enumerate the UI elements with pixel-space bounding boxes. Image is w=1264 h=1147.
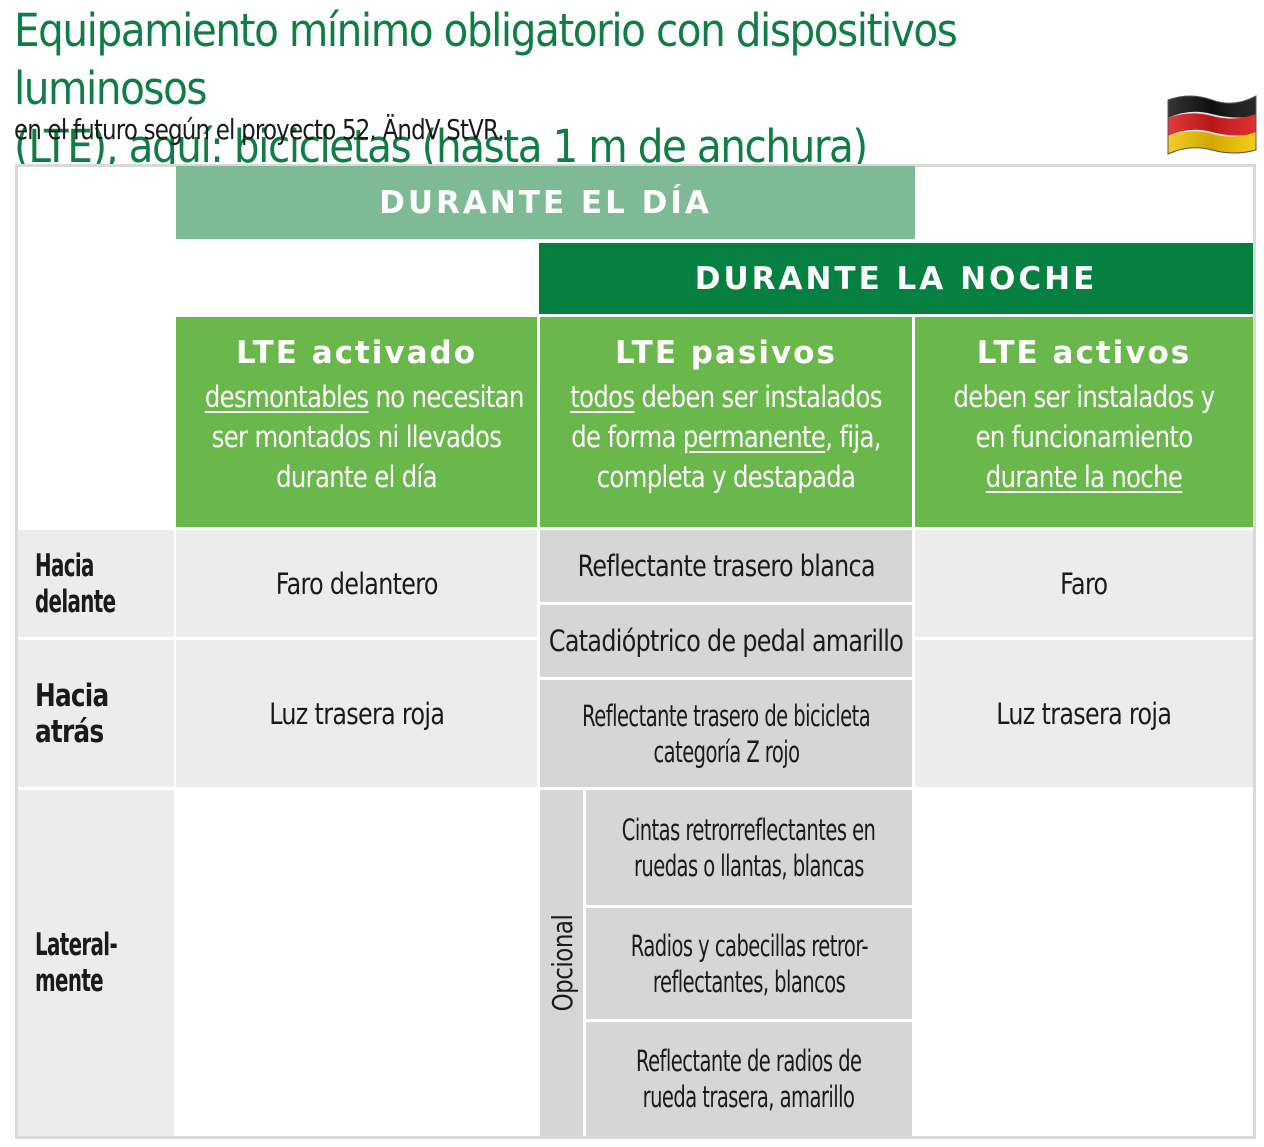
cell-pedal-passive: Catadióptrico de pedal amarillo (540, 605, 912, 677)
row-label-side: Lateral-mente (18, 790, 174, 1136)
cell-rear-active-day: Luz trasera roja (176, 640, 537, 787)
column-header-lte-activos: LTE activos deben ser instalados y en fu… (915, 317, 1253, 527)
title-line-1: Equipamiento mínimo obligatorio con disp… (14, 4, 958, 115)
page-subtitle: en el futuro según el proyecto 52. ÄndV … (14, 113, 505, 146)
optional-label: Opcional (546, 914, 579, 1012)
cell-side-item-2: Radios y cabecillas retror-reflectantes,… (586, 908, 912, 1019)
nighttime-band: DURANTE LA NOCHE (539, 243, 1253, 314)
column-description: desmontables no necesitan ser montados n… (204, 380, 525, 494)
cell-rear-active-night: Luz trasera roja (915, 640, 1253, 787)
column-description: todos deben ser instalados de forma perm… (570, 380, 882, 494)
daytime-band: DURANTE EL DÍA (176, 166, 915, 239)
cell-front-active-day: Faro delantero (176, 530, 537, 637)
column-header-lte-activado: LTE activado desmontables no necesitan s… (176, 317, 537, 527)
column-title: LTE activado (235, 335, 478, 371)
germany-flag-icon (1167, 95, 1257, 155)
cell-front-passive: Reflectante trasero blanca (540, 530, 912, 602)
page-title: Equipamiento mínimo obligatorio con disp… (14, 2, 1094, 176)
cell-front-active-night: Faro (915, 530, 1253, 637)
column-description: deben ser instalados y en funcionamiento… (953, 380, 1215, 494)
optional-strip (540, 790, 583, 1136)
column-header-lte-pasivos: LTE pasivos todos deben ser instalados d… (540, 317, 912, 527)
column-title: LTE pasivos (615, 335, 837, 371)
row-label-rear: Hacia atrás (18, 640, 174, 787)
column-title: LTE activos (976, 335, 1192, 371)
